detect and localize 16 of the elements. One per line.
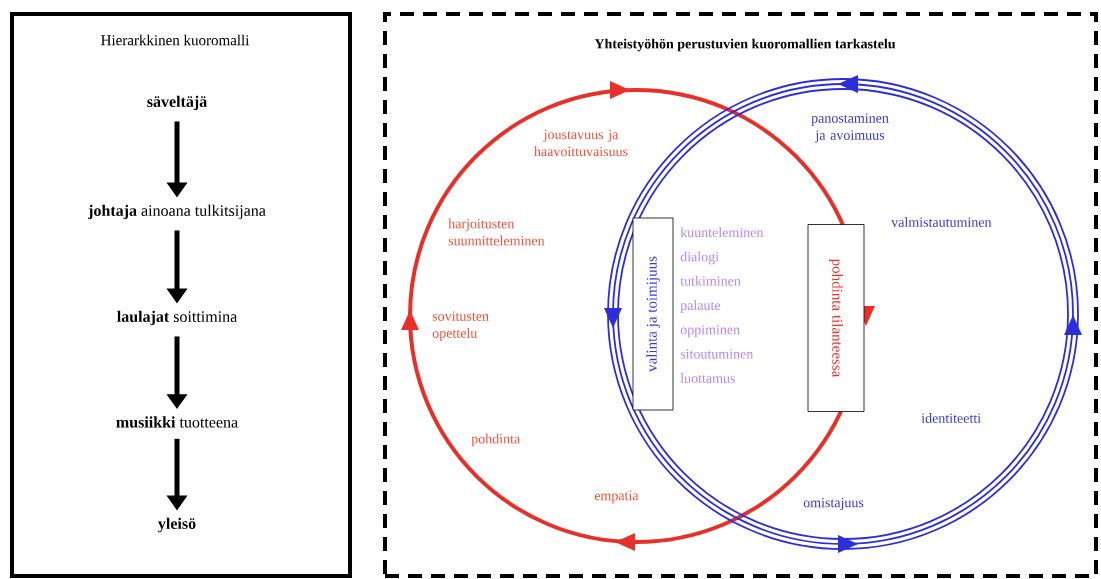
label: valmistautuminen bbox=[891, 217, 992, 227]
role-text: säveltäjä bbox=[147, 95, 207, 111]
label: harjoitusten suunnitteleminen bbox=[448, 218, 545, 246]
label: empatia bbox=[594, 490, 639, 504]
role-text: johtaja ainoana tulkitsijana bbox=[88, 204, 266, 220]
vertical-text-box: pohdinta tilanteessa bbox=[807, 224, 865, 412]
label: sovitusten opettelu bbox=[432, 311, 489, 341]
role-text: laulajat soittimina bbox=[117, 310, 237, 326]
label: pohdinta bbox=[471, 433, 520, 447]
vertical-text-box: valinta ja toimijuus bbox=[632, 217, 674, 411]
role-text: musiikki tuotteena bbox=[116, 416, 238, 428]
label: identiteetti bbox=[921, 413, 981, 423]
label: joustavuus ja haavoittuvaisuus bbox=[534, 129, 628, 157]
label: panostaminen ja avoimuus bbox=[811, 113, 889, 143]
label: omistajuus bbox=[803, 497, 864, 511]
role-text: yleisö bbox=[158, 517, 196, 533]
